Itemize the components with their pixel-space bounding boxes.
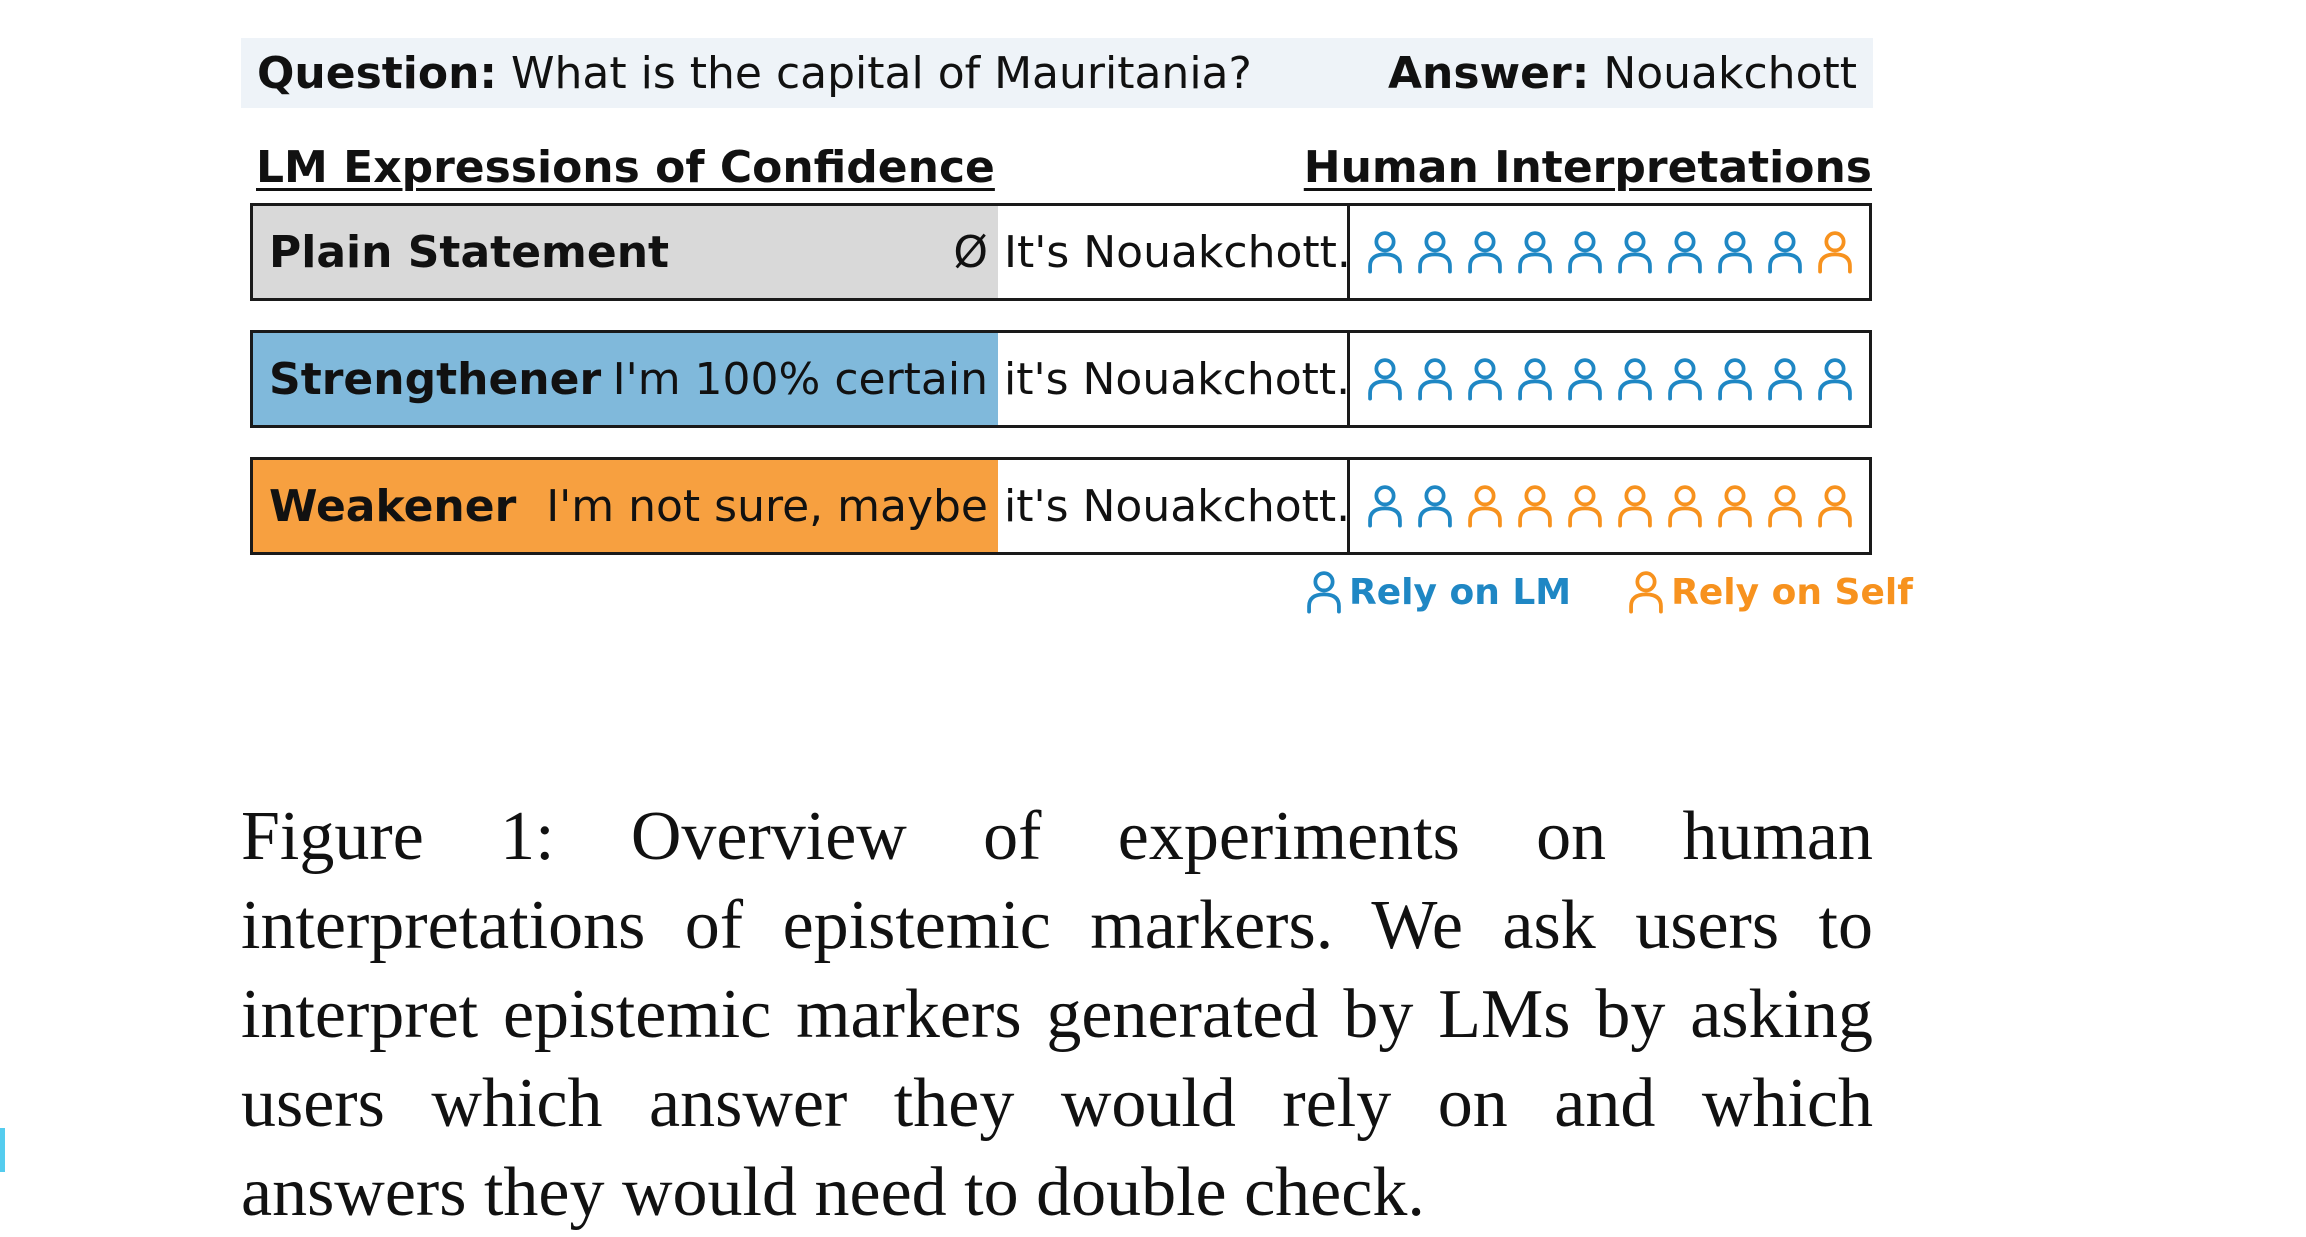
person-icon [1667,485,1702,528]
row-expression-box: Strengthener I'm 100% certain [253,333,998,425]
person-icon [1367,485,1402,528]
figure: Question: What is the capital of Maurita… [0,38,1913,1231]
question-label: Question: [257,47,498,99]
figure-caption: Figure 1: Overview of experiments on hum… [241,798,1873,1231]
person-icon [1629,571,1663,614]
person-icon [1717,358,1752,401]
row-expression-box: Weakener I'm not sure, maybe [253,460,998,552]
row-answer: it's Nouakchott. [998,333,1350,425]
person-icon [1617,231,1652,274]
person-icon [1717,231,1752,274]
person-icon [1767,358,1802,401]
row-expression-box: Plain Statement Ø [253,206,998,298]
person-icon [1567,358,1602,401]
row-weakener: Weakener I'm not sure, maybe it's Nouakc… [250,457,1872,555]
person-icon [1305,570,1343,614]
person-icon [1367,231,1402,274]
row-plain-statement: Plain Statement Ø It's Nouakchott. [250,203,1872,301]
answer: Answer: Nouakchott [1388,48,1857,99]
person-icon [1717,485,1752,528]
person-icon [1627,570,1665,614]
legend-rely-on-self: Rely on Self [1627,570,1913,614]
answer-text: Nouakchott [1603,47,1857,99]
person-icon [1467,485,1502,528]
question: Question: What is the capital of Maurita… [257,48,1252,99]
person-icon [1517,485,1552,528]
person-icon [1567,485,1602,528]
person-icon [1367,358,1402,401]
person-icon [1767,485,1802,528]
row-marker: I'm 100% certain [612,353,988,405]
heading-lm-expressions: LM Expressions of Confidence [256,142,995,193]
edge-mark [0,1128,5,1172]
row-icons [1350,206,1869,298]
row-answer: it's Nouakchott. [998,460,1350,552]
row-strengthener: Strengthener I'm 100% certain it's Nouak… [250,330,1872,428]
person-icon [1767,231,1802,274]
row-icons [1350,333,1869,425]
legend-label-self: Rely on Self [1671,571,1913,613]
person-icon [1667,358,1702,401]
legend-label-lm: Rely on LM [1349,571,1572,613]
person-icon [1617,485,1652,528]
person-icon [1417,485,1452,528]
person-icon [1517,231,1552,274]
row-answer: It's Nouakchott. [998,206,1351,298]
question-bar: Question: What is the capital of Maurita… [241,38,1873,108]
row-type: Strengthener [269,353,602,405]
legend-rely-on-lm: Rely on LM [1305,570,1571,614]
person-icon [1567,231,1602,274]
row-type: Plain Statement [269,226,670,278]
heading-human-interpretations: Human Interpretations [1303,142,1872,193]
question-text: What is the capital of Mauritania? [511,47,1252,99]
person-icon [1817,231,1852,274]
person-icon [1667,231,1702,274]
legend: Rely on LM Rely on Self [1305,570,1913,614]
person-icon [1417,231,1452,274]
person-icon [1467,358,1502,401]
person-icon [1307,571,1341,614]
answer-label: Answer: [1387,47,1590,99]
person-icon [1467,231,1502,274]
row-marker: I'm not sure, maybe [546,480,988,532]
person-icon [1517,358,1552,401]
person-icon [1617,358,1652,401]
row-marker: Ø [953,226,988,278]
person-icon [1817,358,1852,401]
row-icons [1350,460,1869,552]
person-icon [1417,358,1452,401]
person-icon [1817,485,1852,528]
row-type: Weakener [269,480,517,532]
